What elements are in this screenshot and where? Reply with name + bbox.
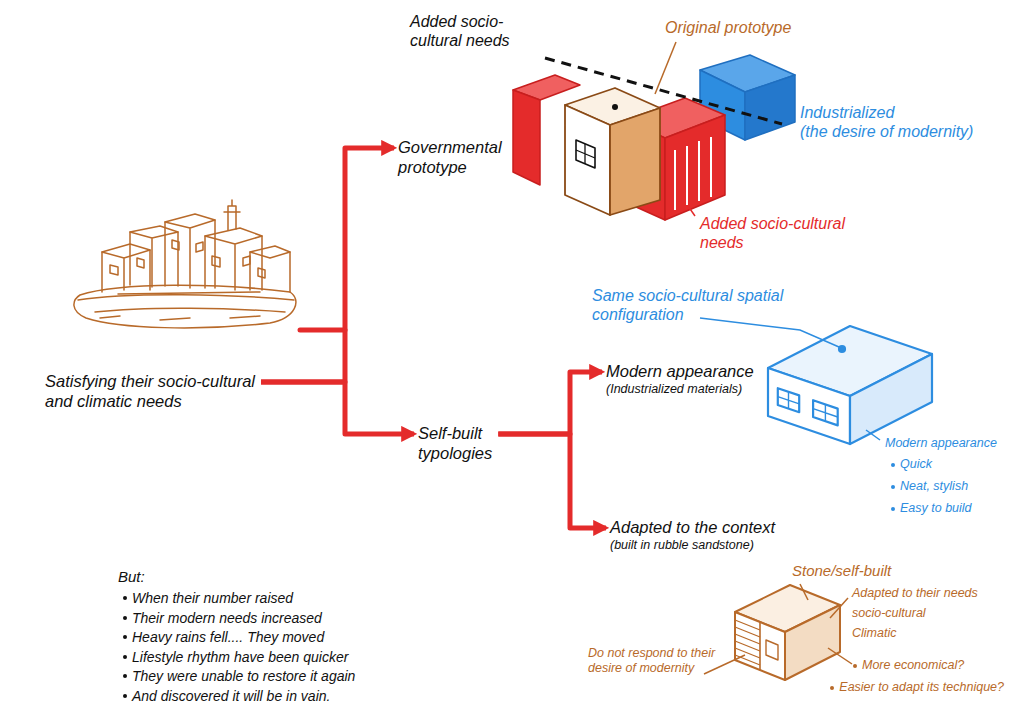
text-node: Governmental prototype (398, 138, 502, 178)
annotation-label: Same socio-cultural spatial configuratio… (592, 286, 783, 324)
text-line: (the desire of modernity) (800, 122, 973, 141)
leader-line (700, 318, 839, 347)
text-line: Added socio- (410, 12, 510, 31)
annotation-label: Original prototype (665, 18, 791, 37)
bullet-dot (853, 664, 857, 668)
node-subtext: (built in rubble sandstone) (610, 538, 775, 553)
text-line: needs (700, 233, 845, 252)
text-node: Adapted to the context(built in rubble s… (610, 518, 775, 553)
annotation-label: Added socio-cultural needs (410, 12, 510, 50)
bullet-dot (123, 616, 127, 620)
node-heading: Governmental prototype (398, 138, 502, 178)
annotation-label: And discovered it will be in vain. (132, 688, 330, 705)
modern-house (768, 326, 932, 444)
text-line: Same socio-cultural spatial (592, 286, 783, 305)
leader-line (866, 430, 880, 440)
bullet-dot (123, 596, 127, 600)
annotation-label: But: (118, 568, 145, 586)
node-heading: Modern appearance (606, 362, 754, 382)
annotation-label: socio-cultural (852, 606, 926, 621)
bullet-dot (830, 686, 834, 690)
leader-line (800, 584, 808, 600)
annotation-label: Heavy rains fell.... They moved (132, 629, 324, 646)
text-line: prototype (398, 158, 502, 178)
node-heading: Self-built typologies (418, 424, 492, 464)
annotation-label: They were unable to restore it again (132, 668, 355, 685)
annotation-label: Added socio-cultural needs (700, 214, 845, 252)
bullet-dot (891, 507, 895, 511)
stone-house (735, 585, 840, 680)
text-line: Do not respond to their (588, 646, 715, 661)
prototype-building (513, 55, 795, 220)
text-line: Industrialized (800, 103, 973, 122)
text-node: Modern appearance(Industrialized materia… (606, 362, 754, 397)
node-heading: Satisfying their socio-cultural and clim… (45, 372, 255, 412)
text-line: Self-built (418, 424, 492, 444)
annotation-label: Adapted to their needs (852, 586, 978, 601)
text-node: Satisfying their socio-cultural and clim… (45, 372, 255, 412)
node-heading: Adapted to the context (610, 518, 775, 538)
leader-line (655, 42, 676, 94)
leader-line (688, 206, 695, 216)
text-line: Satisfying their socio-cultural (45, 372, 255, 392)
annotation-label: Neat, stylish (900, 479, 968, 494)
text-line: and climatic needs (45, 392, 255, 412)
annotation-label: Stone/self-built (792, 562, 891, 580)
bullet-dot (891, 485, 895, 489)
annotation-label: Modern appearance (885, 436, 997, 451)
bullet-dot (123, 655, 127, 659)
annotation-label: Climatic (852, 626, 896, 641)
branch-arrow (498, 372, 602, 434)
bullet-dot (123, 694, 127, 698)
leader-line (830, 598, 848, 618)
text-node: Self-built typologies (418, 424, 492, 464)
node-subtext: (Industrialized materials) (606, 382, 754, 397)
annotation-label: Their modern needs increased (132, 610, 322, 627)
text-line: typologies (418, 444, 492, 464)
text-line: Governmental (398, 138, 502, 158)
annotation-label: Industrialized (the desire of modernity) (800, 103, 973, 141)
branch-arrow (261, 148, 394, 382)
bracket-stub (300, 328, 345, 333)
text-line: desire of modernity (588, 661, 715, 676)
annotation-label: Easy to build (900, 501, 972, 516)
annotation-label: When their number raised (132, 590, 293, 607)
branch-arrow (498, 434, 606, 528)
bullet-dot (123, 635, 127, 639)
leader-line (828, 648, 852, 664)
annotation-label: More economical? (862, 658, 964, 673)
annotation-label: Do not respond to their desire of modern… (588, 646, 715, 676)
text-line: Added socio-cultural (700, 214, 845, 233)
text-line: configuration (592, 305, 783, 324)
annotation-label: Easier to adapt its technique? (839, 680, 1004, 695)
annotation-label: Lifestyle rhythm have been quicker (132, 649, 348, 666)
branch-arrow (261, 382, 414, 434)
dashed-line (545, 58, 782, 124)
bullet-dot (123, 674, 127, 678)
text-line: cultural needs (410, 31, 510, 50)
annotation-label: Quick (900, 457, 932, 472)
bullet-dot (891, 463, 895, 467)
town-sketch (74, 200, 296, 328)
